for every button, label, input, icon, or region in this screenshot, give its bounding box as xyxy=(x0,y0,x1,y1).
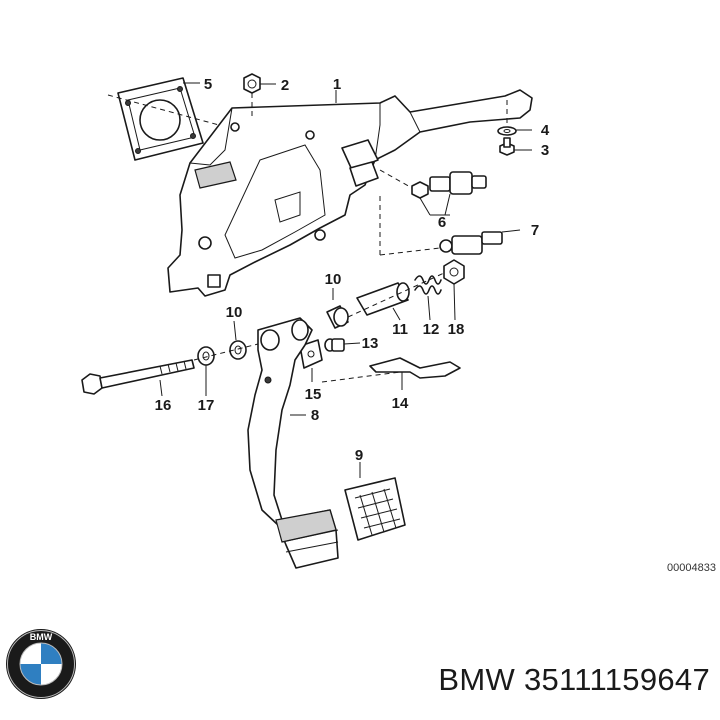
part-14-push-rod xyxy=(321,357,461,390)
callout-18: 18 xyxy=(448,321,465,338)
callout-16: 16 xyxy=(155,397,172,414)
callout-1: 1 xyxy=(333,76,341,93)
callout-10-lower: 10 xyxy=(226,304,243,321)
diagram-code: 00004833 xyxy=(667,562,716,574)
part-6-switch xyxy=(379,169,487,216)
part-5-gasket xyxy=(107,77,231,161)
callout-8: 8 xyxy=(311,407,319,424)
callout-17: 17 xyxy=(198,397,215,414)
part-10-upper-bushing xyxy=(326,288,349,329)
part-15-bracket xyxy=(299,339,323,382)
callout-6: 6 xyxy=(438,214,446,231)
part-12-spring xyxy=(414,275,442,321)
part-3-bolt xyxy=(499,100,532,156)
callout-2: 2 xyxy=(281,77,289,94)
part-7-sensor xyxy=(379,196,521,256)
part-1-pedal-bracket xyxy=(167,89,533,297)
callout-7: 7 xyxy=(531,222,539,239)
callout-10-upper: 10 xyxy=(325,271,342,288)
part-10-lower-bushing xyxy=(229,320,247,360)
callout-12: 12 xyxy=(423,321,440,338)
part-13-clip xyxy=(324,338,361,352)
part-4-washer xyxy=(497,126,532,136)
callout-13: 13 xyxy=(362,335,379,352)
callout-11: 11 xyxy=(392,321,408,338)
part-9-pedal-pad xyxy=(344,462,406,541)
part-16-bolt xyxy=(81,359,195,397)
axis-line-lower xyxy=(193,343,259,361)
bmw-logo-icon: BMW xyxy=(6,629,76,699)
part-2-nut xyxy=(243,73,276,120)
part-11-sleeve xyxy=(356,282,410,321)
part-number-caption: BMW 35111159647 xyxy=(438,662,710,697)
part-18-nut xyxy=(443,259,465,321)
logo-lettering: BMW xyxy=(30,632,53,642)
part-17-washer xyxy=(197,346,215,396)
callout-4: 4 xyxy=(541,122,550,139)
callout-14: 14 xyxy=(392,395,409,412)
callout-9: 9 xyxy=(355,447,363,464)
callout-5: 5 xyxy=(204,76,212,93)
callout-15: 15 xyxy=(305,386,322,403)
part-8-pedal-arm xyxy=(247,317,339,569)
callout-3: 3 xyxy=(541,142,549,159)
